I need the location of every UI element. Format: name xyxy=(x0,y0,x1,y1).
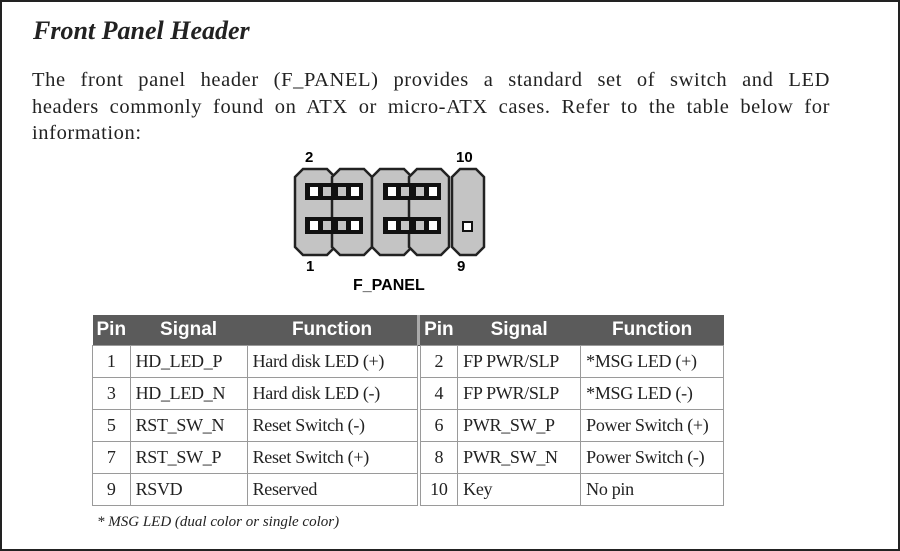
function-cell: Reset Switch (-) xyxy=(246,409,420,442)
connector-cell xyxy=(407,167,451,257)
signal-cell: HD_LED_P xyxy=(129,345,248,378)
signal-cell: PWR_SW_P xyxy=(457,409,582,442)
signal-cell: FP PWR/SLP xyxy=(457,345,582,378)
pin-square xyxy=(388,187,396,196)
pin-square xyxy=(401,221,409,230)
pin-square xyxy=(323,221,331,230)
function-cell: Reset Switch (+) xyxy=(246,441,420,474)
footnote: * MSG LED (dual color or single color) xyxy=(97,514,340,530)
pin-pair-bar xyxy=(305,183,363,200)
pin-rows xyxy=(305,183,473,234)
pin-cell: 1 xyxy=(92,345,131,378)
paragraph-line: headers commonly found on ATX or micro-A… xyxy=(32,95,830,118)
pin-9-square xyxy=(462,221,473,232)
signal-cell: RSVD xyxy=(129,473,248,506)
pin-square xyxy=(429,221,437,230)
pin-pair-bar xyxy=(383,217,441,234)
signal-cell: FP PWR/SLP xyxy=(457,377,582,410)
column-header: Pin xyxy=(417,315,458,346)
signal-cell: RST_SW_N xyxy=(129,409,248,442)
connector-cell xyxy=(330,167,374,257)
pin-cell: 6 xyxy=(416,409,459,442)
column-header: Pin xyxy=(92,315,131,346)
pin-square xyxy=(416,221,424,230)
function-cell: Power Switch (-) xyxy=(580,441,725,474)
pin-label-2: 2 xyxy=(305,149,313,166)
pin-square xyxy=(310,221,318,230)
signal-cell: Key xyxy=(457,473,582,506)
function-cell: Power Switch (+) xyxy=(580,409,725,442)
signal-cell: HD_LED_N xyxy=(129,377,248,410)
paragraph-line: information: xyxy=(32,122,142,144)
function-cell: Hard disk LED (-) xyxy=(246,377,420,410)
pin-cell: 8 xyxy=(416,441,459,474)
pin-cell: 4 xyxy=(416,377,459,410)
f-panel-label: F_PANEL xyxy=(353,277,425,294)
pin-label-10: 10 xyxy=(456,149,473,166)
section-title: Front Panel Header xyxy=(33,16,250,45)
pin-cell: 2 xyxy=(416,345,459,378)
pin-square xyxy=(310,187,318,196)
pin-label-1: 1 xyxy=(306,258,314,275)
pin-square xyxy=(429,187,437,196)
column-header: Signal xyxy=(130,315,248,346)
key-cell xyxy=(450,167,486,257)
pin-cell: 3 xyxy=(92,377,131,410)
connector-cell xyxy=(293,167,337,257)
paragraph-line: The front panel header (F_PANEL) provide… xyxy=(32,69,830,91)
column-header: Signal xyxy=(457,315,581,346)
connector-cell xyxy=(370,167,414,257)
f-panel-diagram: 2 10 1 9 F_PANEL xyxy=(293,149,486,294)
pin-square xyxy=(351,221,359,230)
signal-cell: RST_SW_P xyxy=(129,441,248,474)
pin-pair-bar xyxy=(383,183,441,200)
column-header: Function xyxy=(247,315,419,346)
pin-square xyxy=(388,221,396,230)
function-cell: No pin xyxy=(580,473,725,506)
pin-cell: 7 xyxy=(92,441,131,474)
pin-cell: 5 xyxy=(92,409,131,442)
function-cell: *MSG LED (-) xyxy=(580,377,725,410)
function-cell: Hard disk LED (+) xyxy=(246,345,420,378)
column-header: Function xyxy=(580,315,724,346)
pin-cell: 10 xyxy=(416,473,459,506)
pin-cell: 9 xyxy=(92,473,131,506)
intro-paragraph: The front panel header (F_PANEL) provide… xyxy=(32,67,830,147)
signal-cell: PWR_SW_N xyxy=(457,441,582,474)
pin-square xyxy=(338,187,346,196)
pin-square xyxy=(416,187,424,196)
pin-pair-bar xyxy=(305,217,363,234)
pin-square xyxy=(338,221,346,230)
pin-square xyxy=(351,187,359,196)
connector-body xyxy=(293,167,486,257)
pin-square xyxy=(323,187,331,196)
function-cell: *MSG LED (+) xyxy=(580,345,725,378)
function-cell: Reserved xyxy=(246,473,420,506)
pin-label-9: 9 xyxy=(457,258,465,275)
pin-square xyxy=(401,187,409,196)
